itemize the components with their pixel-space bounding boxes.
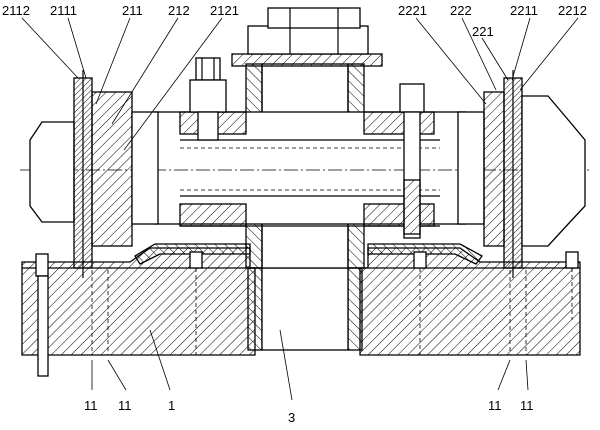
label-11-d: 11	[520, 398, 534, 413]
label-11-b: 11	[118, 398, 132, 413]
right-housing	[457, 70, 586, 278]
left-housing	[29, 70, 159, 278]
leader-lines	[21, 17, 579, 401]
label-2221: 2221	[398, 3, 427, 18]
left-bolt	[189, 57, 227, 141]
right-bolt	[399, 83, 425, 239]
label-2111: 2111	[50, 3, 77, 18]
label-11-c: 11	[488, 398, 502, 413]
label-2121: 2121	[210, 3, 239, 18]
label-2212: 2212	[558, 3, 587, 18]
label-11-a: 11	[84, 398, 98, 413]
label-222: 222	[450, 3, 472, 18]
base-plate	[21, 243, 581, 356]
base-screws	[35, 251, 579, 377]
label-212: 212	[168, 3, 190, 18]
central-sleeve	[247, 267, 363, 351]
label-211: 211	[122, 3, 143, 18]
label-2112: 2112	[2, 3, 30, 18]
label-1: 1	[168, 398, 175, 413]
label-3: 3	[288, 410, 295, 425]
label-2211: 2211	[510, 3, 538, 18]
label-221: 221	[472, 24, 494, 39]
